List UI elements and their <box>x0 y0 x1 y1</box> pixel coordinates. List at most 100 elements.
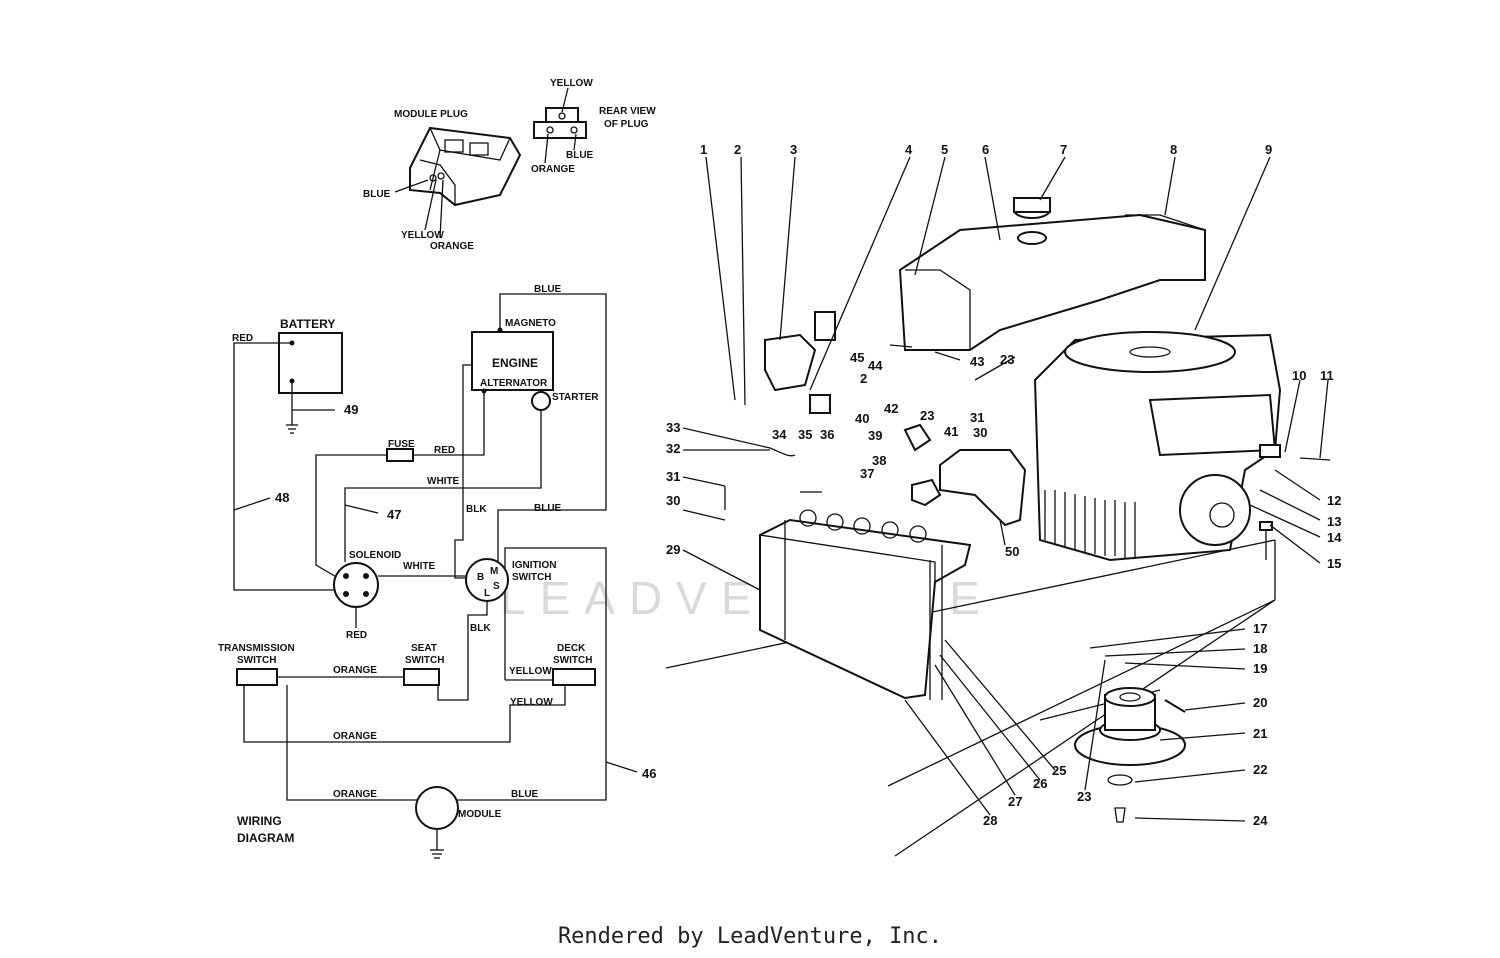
callout-14: 14 <box>1327 530 1342 545</box>
callout-13: 13 <box>1327 514 1341 529</box>
module-label: MODULE <box>458 809 502 820</box>
ref-47: 47 <box>387 507 401 522</box>
callout-12: 12 <box>1327 493 1341 508</box>
magneto-label: MAGNETO <box>505 318 556 329</box>
seat-label: SEAT <box>411 643 437 654</box>
callout-30-right: 30 <box>973 425 987 440</box>
of-plug-label: OF PLUG <box>604 119 649 130</box>
orange-wire-label-3: ORANGE <box>333 789 377 800</box>
exploded-view-drawing <box>665 156 1331 857</box>
part-callouts: 1 2 3 4 5 6 7 8 9 10 11 12 13 14 15 17 1… <box>666 142 1342 828</box>
rear-blue-label: BLUE <box>566 150 594 161</box>
wiring-lines <box>233 293 638 859</box>
callout-32: 32 <box>666 441 680 456</box>
callout-24: 24 <box>1253 813 1268 828</box>
rear-yellow-label: YELLOW <box>550 78 593 89</box>
fuse-red-wire-label: RED <box>434 445 455 456</box>
orange-wire-label-1: ORANGE <box>333 665 377 676</box>
callout-23-upper: 23 <box>1000 352 1014 367</box>
transmission-switch-label: SWITCH <box>237 655 276 666</box>
rear-view-label: REAR VIEW <box>599 106 656 117</box>
callout-43: 43 <box>970 354 984 369</box>
callout-5: 5 <box>941 142 948 157</box>
terminal-l: L <box>484 588 490 599</box>
callout-23-pulley: 23 <box>1077 789 1091 804</box>
deck-label: DECK <box>557 643 586 654</box>
callout-2: 2 <box>734 142 741 157</box>
ignition-label: IGNITION <box>512 560 556 571</box>
callout-26: 26 <box>1033 776 1047 791</box>
ignition-blk-wire-label: BLK <box>470 623 491 634</box>
callout-8: 8 <box>1170 142 1177 157</box>
callout-28: 28 <box>983 813 997 828</box>
module-plug-label: MODULE PLUG <box>394 109 468 120</box>
callout-44: 44 <box>868 358 883 373</box>
callout-7: 7 <box>1060 142 1067 157</box>
callout-23-mid: 23 <box>920 408 934 423</box>
callout-29: 29 <box>666 542 680 557</box>
plug-orange-label: ORANGE <box>430 241 474 252</box>
callout-9: 9 <box>1265 142 1272 157</box>
plug-blue-label: BLUE <box>363 189 391 200</box>
battery-red-wire-label: RED <box>232 333 253 344</box>
footer-credit: Rendered by LeadVenture, Inc. <box>557 924 943 949</box>
ref-46: 46 <box>642 766 656 781</box>
alternator-label: ALTERNATOR <box>480 378 548 389</box>
transmission-label: TRANSMISSION <box>218 643 295 654</box>
rear-orange-label: ORANGE <box>531 164 575 175</box>
callout-42: 42 <box>884 401 898 416</box>
solenoid-red-wire-label: RED <box>346 630 367 641</box>
callout-2-lower: 2 <box>860 371 867 386</box>
callout-40: 40 <box>855 411 869 426</box>
wiring-title-2: DIAGRAM <box>237 831 294 845</box>
callout-41: 41 <box>944 424 958 439</box>
callout-19: 19 <box>1253 661 1267 676</box>
seat-switch-label: SWITCH <box>405 655 444 666</box>
callout-39: 39 <box>868 428 882 443</box>
starter-label: STARTER <box>552 392 599 403</box>
callout-34: 34 <box>772 427 787 442</box>
ref-49: 49 <box>344 402 358 417</box>
engine-label: ENGINE <box>492 356 538 370</box>
callout-33: 33 <box>666 420 680 435</box>
white-wire-label: WHITE <box>427 476 460 487</box>
yellow-wire-label-2: YELLOW <box>510 697 553 708</box>
terminal-m: M <box>490 566 498 577</box>
callout-6: 6 <box>982 142 989 157</box>
ref-48: 48 <box>275 490 289 505</box>
callout-15: 15 <box>1327 556 1341 571</box>
wiring-title-1: WIRING <box>237 814 282 828</box>
callout-31-left: 31 <box>666 469 680 484</box>
callout-30-left: 30 <box>666 493 680 508</box>
callout-45: 45 <box>850 350 864 365</box>
callout-27: 27 <box>1008 794 1022 809</box>
callout-10: 10 <box>1292 368 1306 383</box>
callout-35: 35 <box>798 427 812 442</box>
callout-17: 17 <box>1253 621 1267 636</box>
callout-31-right: 31 <box>970 410 984 425</box>
top-blue-wire-label: BLUE <box>534 284 562 295</box>
callout-11: 11 <box>1320 368 1334 383</box>
deck-switch-label: SWITCH <box>553 655 592 666</box>
module-blue-wire-label: BLUE <box>511 789 539 800</box>
callout-38: 38 <box>872 453 886 468</box>
blk-wire-label: BLK <box>466 504 487 515</box>
solenoid-label: SOLENOID <box>349 550 401 561</box>
plug-yellow-label: YELLOW <box>401 230 444 241</box>
battery-label: BATTERY <box>280 317 335 331</box>
callout-25: 25 <box>1052 763 1066 778</box>
fuse-label: FUSE <box>388 439 415 450</box>
callout-22: 22 <box>1253 762 1267 777</box>
rear-view-plug-illustration <box>533 87 587 164</box>
solenoid-white-wire-label: WHITE <box>403 561 436 572</box>
callout-20: 20 <box>1253 695 1267 710</box>
terminal-b: B <box>477 572 484 583</box>
module-plug-illustration <box>394 126 522 239</box>
callout-4: 4 <box>905 142 913 157</box>
callout-18: 18 <box>1253 641 1267 656</box>
ignition-switch-label: SWITCH <box>512 572 551 583</box>
callout-36: 36 <box>820 427 834 442</box>
terminal-s: S <box>493 581 500 592</box>
yellow-wire-label-1: YELLOW <box>509 666 552 677</box>
